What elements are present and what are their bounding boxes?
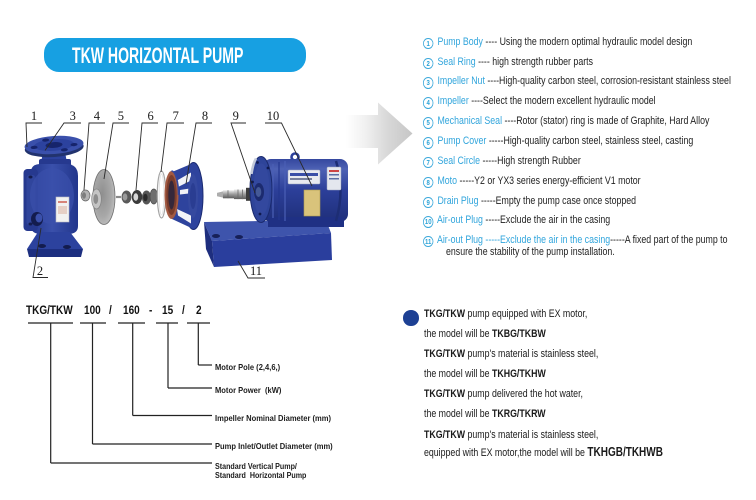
svg-text:7: 7 <box>173 109 179 123</box>
svg-text:11: 11 <box>250 264 262 278</box>
svg-text:1: 1 <box>31 109 37 123</box>
svg-text:3: 3 <box>70 109 76 123</box>
svg-text:5: 5 <box>118 109 124 123</box>
svg-text:8: 8 <box>202 109 208 123</box>
svg-text:2: 2 <box>37 264 43 278</box>
svg-text:9: 9 <box>233 109 239 123</box>
svg-text:6: 6 <box>147 109 153 123</box>
svg-text:10: 10 <box>267 109 280 123</box>
svg-text:4: 4 <box>94 109 101 123</box>
